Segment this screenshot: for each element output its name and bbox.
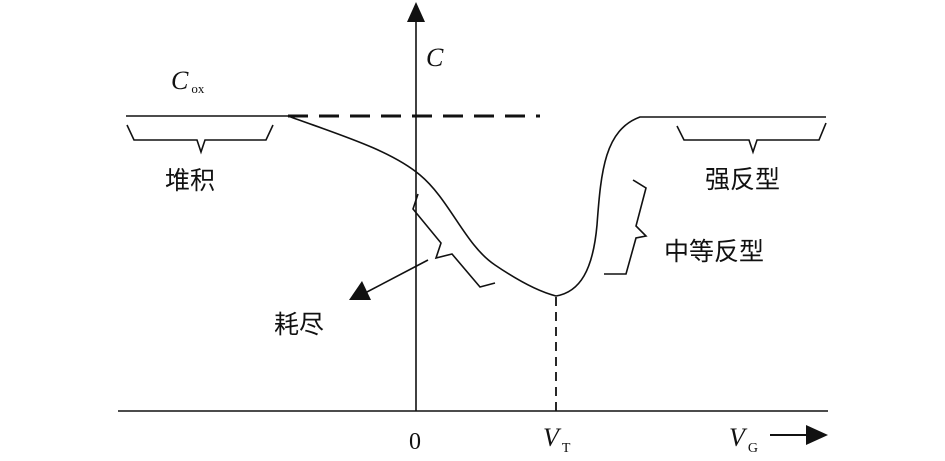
depletion-label: 耗尽 <box>274 310 324 339</box>
depletion-pointer-line <box>364 259 429 294</box>
depletion-arrow-icon <box>349 281 371 300</box>
y-axis-arrow-icon <box>407 2 425 22</box>
y-axis-label: C <box>426 43 444 72</box>
strong-inversion-label: 强反型 <box>705 165 780 194</box>
accumulation-brace <box>126 124 274 155</box>
strong-inversion-brace <box>676 122 827 155</box>
vg-arrow-icon <box>806 425 828 445</box>
depletion-brace <box>412 193 496 288</box>
moderate-inversion-brace <box>604 179 648 275</box>
cv-curve <box>287 115 826 297</box>
origin-label: 0 <box>409 429 421 455</box>
moderate-inversion-label: 中等反型 <box>664 237 764 266</box>
accumulation-label: 堆积 <box>165 166 215 195</box>
